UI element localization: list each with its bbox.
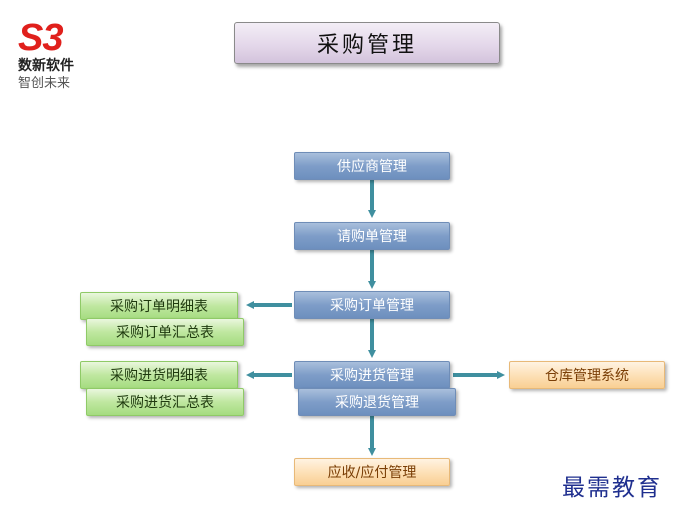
page-title: 采购管理 <box>234 22 500 64</box>
logo-company-name: 数新软件 <box>18 58 74 74</box>
supplier-management-box: 供应商管理 <box>294 152 450 180</box>
purchase-receipt-management-box: 采购进货管理 <box>294 361 450 389</box>
logo-mark: S3 <box>18 17 63 59</box>
purchase-order-detail-report: 采购订单明细表 <box>80 292 238 320</box>
company-logo: S3 数新软件 智创未来 <box>16 18 106 98</box>
brand-watermark: 最需教育 <box>562 475 662 501</box>
warehouse-system-box: 仓库管理系统 <box>509 361 665 389</box>
purchase-return-management-box: 采购退货管理 <box>298 388 456 416</box>
purchase-receipt-summary-report: 采购进货汇总表 <box>86 388 244 416</box>
purchase-order-summary-report: 采购订单汇总表 <box>86 318 244 346</box>
ar-ap-management-box: 应收/应付管理 <box>294 458 450 486</box>
requisition-management-box: 请购单管理 <box>294 222 450 250</box>
purchase-order-management-box: 采购订单管理 <box>294 291 450 319</box>
purchase-receipt-detail-report: 采购进货明细表 <box>80 361 238 389</box>
logo-slogan: 智创未来 <box>18 76 71 91</box>
